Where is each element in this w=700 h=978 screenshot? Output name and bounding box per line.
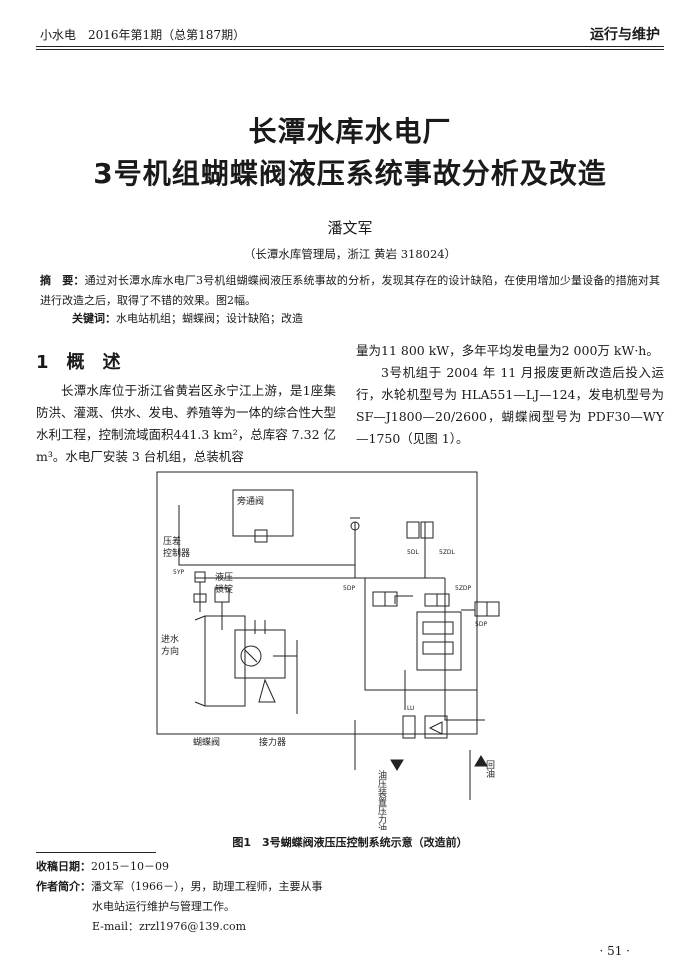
received-date: 2015－10－09 <box>91 860 169 873</box>
bypass-valve-body <box>254 529 268 543</box>
author-email: E-mail：zrzl1976@139.com <box>92 920 247 933</box>
label-pressure-controller-2: 控制器 <box>163 547 190 559</box>
author-bio-line-2: 水电站运行维护与管理工作。 <box>92 900 235 913</box>
label-inlet-1: 进水 <box>161 633 179 645</box>
header-rule-thin <box>36 49 664 50</box>
body-column-left: 长潭水库位于浙江省黄岩区永宁江上游，是1座集防洪、灌溉、供水、发电、养殖等为一体… <box>36 380 336 468</box>
section-label: 运行与维护 <box>590 27 660 43</box>
tag-5yp: 5YP <box>173 569 184 576</box>
header-rule <box>36 46 664 47</box>
butterfly-valve-body <box>204 615 246 707</box>
figure-frame <box>156 471 478 735</box>
label-pressure-oil: 油压装置压力油 <box>376 769 387 830</box>
keywords-label: 关键词： <box>72 312 116 325</box>
filter-lu <box>402 715 416 739</box>
hydraulic-schematic-figure: 旁通阀 压差 控制器 液压 锁锭 进水 方向 蝴蝶阀 接力器 5YP 5DP 5… <box>156 471 500 830</box>
paragraph: 长潭水库位于浙江省黄岩区永宁江上游，是1座集防洪、灌溉、供水、发电、养殖等为一体… <box>36 383 337 464</box>
abstract-label: 摘 要： <box>40 274 85 287</box>
figure-caption: 图1 3号蝴蝶阀液压压控制系统示意（改造前） <box>232 836 468 849</box>
abstract: 摘 要：通过对长潭水库水电厂3号机组蝴蝶阀液压系统事故的分析，发现其存在的设计缺… <box>40 271 660 311</box>
label-inlet-2: 方向 <box>161 645 179 657</box>
abstract-text: 通过对长潭水库水电厂3号机组蝴蝶阀液压系统事故的分析，发现其存在的设计缺陷，在使… <box>40 274 661 307</box>
affiliation: （长潭水库管理局，浙江 黄岩 318024） <box>243 247 457 261</box>
label-hydraulic-lock-2: 锁锭 <box>215 583 233 595</box>
received-label: 收稿日期： <box>36 860 91 873</box>
label-bypass-valve: 旁通阀 <box>237 495 264 507</box>
author-bio-line-1: 潘文军（1966－），男，助理工程师，主要从事 <box>91 880 323 893</box>
footnote-received: 收稿日期：2015－10－09 <box>36 858 169 876</box>
author-bio-label: 作者简介： <box>36 880 91 893</box>
label-servomotor: 接力器 <box>259 736 286 748</box>
label-return-oil: 回油 <box>484 760 495 779</box>
tag-5dp: 5DP <box>343 585 355 592</box>
keywords: 关键词：水电站机组；蝴蝶阀；设计缺陷；改造 <box>72 310 303 326</box>
paragraph: 3号机组于 2004 年 11 月报废更新改造后投入运行，水轮机型号为 HLA5… <box>356 365 664 446</box>
footnote-author: 作者简介：潘文军（1966－），男，助理工程师，主要从事 <box>36 878 323 896</box>
keywords-text: 水电站机组；蝴蝶阀；设计缺陷；改造 <box>116 312 303 325</box>
author-name: 潘文军 <box>327 219 373 237</box>
page-number: · 51 · <box>599 944 630 958</box>
title-line-2: 3号机组蝴蝶阀液压系统事故分析及改造 <box>93 157 607 190</box>
label-butterfly-valve: 蝴蝶阀 <box>193 736 220 748</box>
label-pressure-controller-1: 压差 <box>163 535 181 547</box>
label-hydraulic-lock-1: 液压 <box>215 571 233 583</box>
body-column-right: 量为11 800 kW，多年平均发电量为2 000万 kW·h。 3号机组于 2… <box>356 340 664 450</box>
valve-block-center <box>416 611 462 671</box>
tag-5dp-right: 5DP <box>475 621 487 628</box>
tag-5zdp: 5ZDP <box>455 585 472 592</box>
bypass-valve-box <box>232 489 294 537</box>
journal-info: 小水电 2016年第1期（总第187期） <box>40 28 246 42</box>
footnote-rule <box>36 852 156 853</box>
tag-lu: LU <box>407 705 414 712</box>
butterfly-disc <box>240 645 262 667</box>
tag-5zdl: 5ZDL <box>439 549 456 556</box>
servomotor-body <box>258 678 276 703</box>
paragraph: 量为11 800 kW，多年平均发电量为2 000万 kW·h。 <box>356 343 659 358</box>
tag-5dl: 5DL <box>407 549 419 556</box>
section-heading: 1 概 述 <box>36 352 121 373</box>
title-line-1: 长潭水库水电厂 <box>248 115 452 148</box>
